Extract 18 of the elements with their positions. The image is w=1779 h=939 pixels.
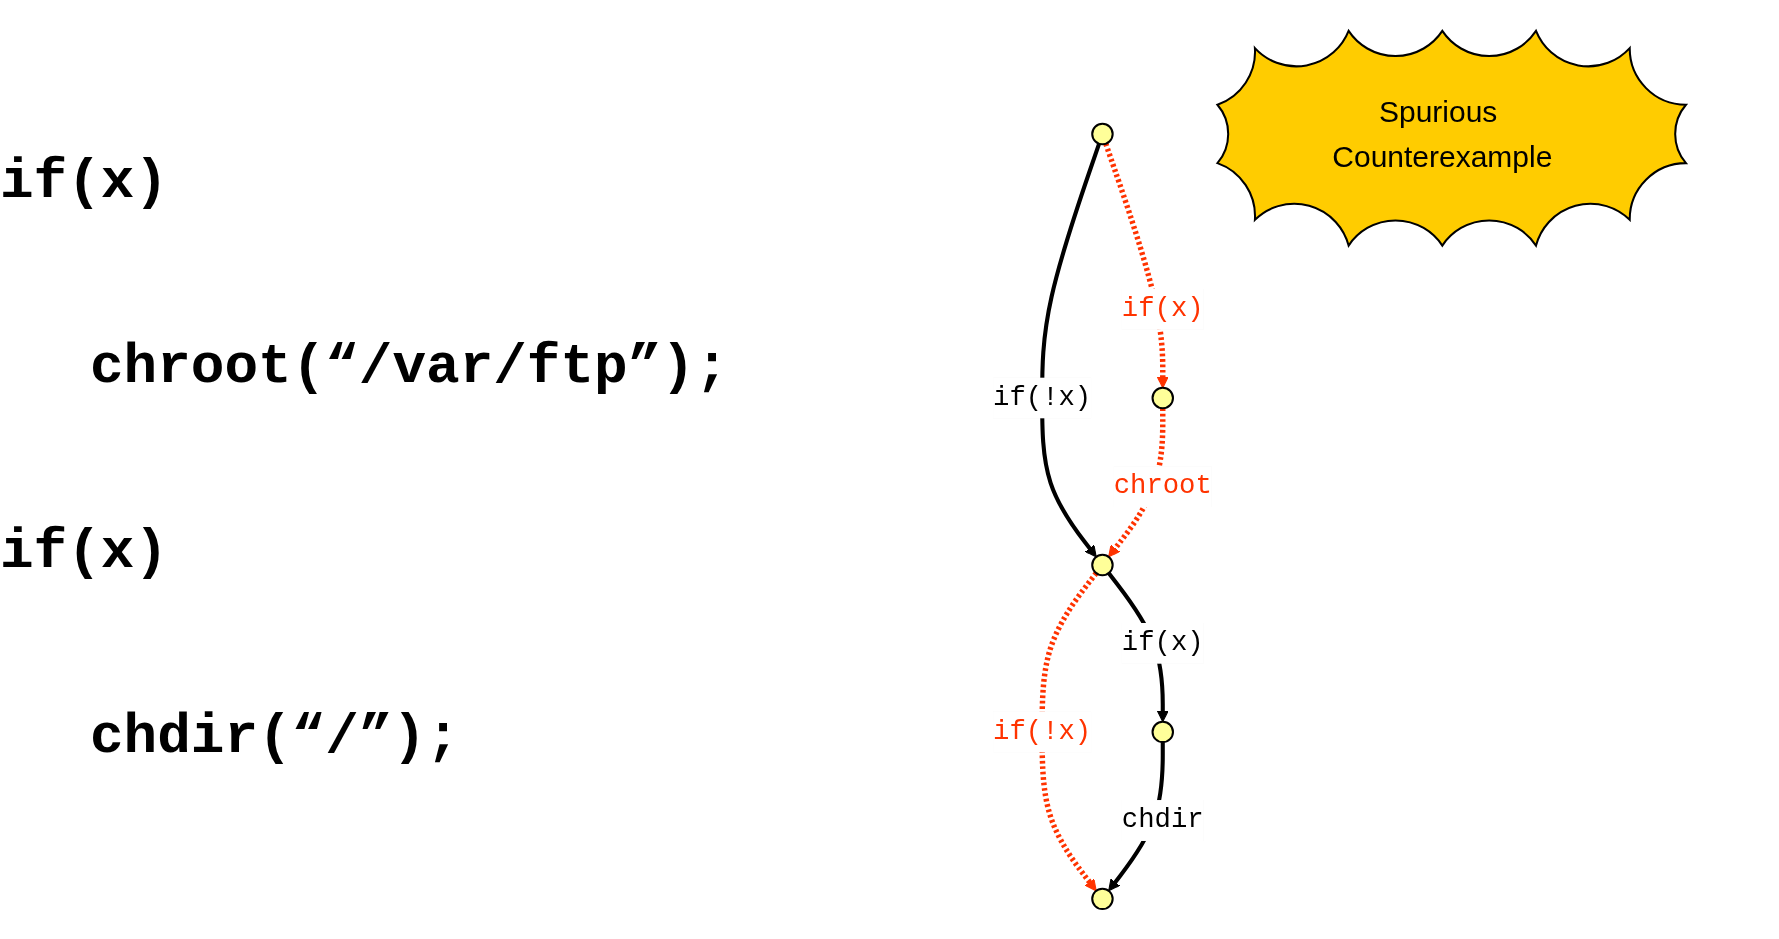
- code-line: chdir(“/”);: [90, 705, 460, 769]
- arrow: [1103, 142, 1169, 388]
- code-line: chroot(“/var/ftp”);: [90, 335, 729, 399]
- code-line: if(x): [0, 150, 169, 214]
- code-line: if(x): [0, 520, 169, 584]
- edge-label: if(!x): [993, 715, 1092, 747]
- node-circle: [1091, 122, 1114, 145]
- arrow: [1039, 570, 1099, 891]
- node-circle: [1151, 386, 1174, 409]
- arrow: [1040, 142, 1102, 557]
- edge-label: if(x): [1121, 292, 1204, 324]
- edge-label: if(!x): [993, 381, 1092, 413]
- edge-label: if(x): [1121, 626, 1204, 658]
- node-circle: [1151, 720, 1174, 743]
- edge-label: chdir: [1121, 803, 1204, 835]
- node-circle: [1091, 887, 1114, 910]
- node-circle: [1091, 553, 1114, 576]
- edge-label: chroot: [1113, 469, 1212, 502]
